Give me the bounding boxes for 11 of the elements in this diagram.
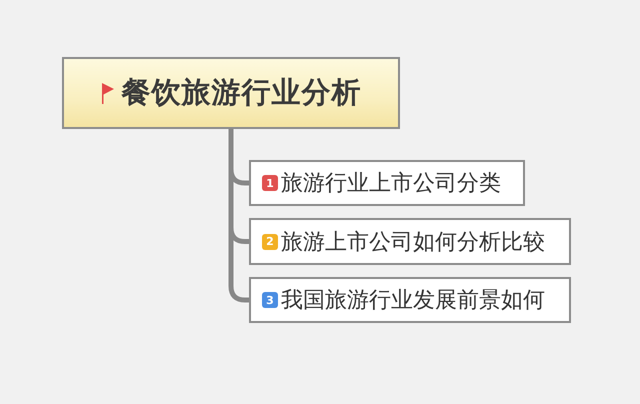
topic-text: 旅游行业上市公司分类 [281,170,501,198]
topic-text: 我国旅游行业发展前景如何 [281,287,545,315]
central-topic [62,57,400,129]
subtopic-box [249,218,571,265]
priority-marker: 2 [262,234,278,250]
subtopic-box [249,160,525,206]
topic-text: 旅游上市公司如何分析比较 [281,228,545,256]
priority-marker: 1 [262,175,278,191]
topic-title: 餐饮旅游行业分析 [122,74,362,111]
priority-marker: 3 [262,292,278,308]
subtopic-box [249,277,571,323]
